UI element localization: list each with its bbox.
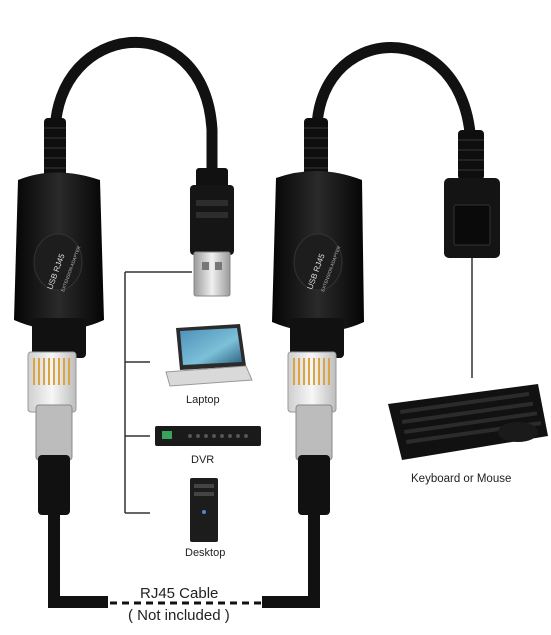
left-usb-plug-neck bbox=[196, 168, 228, 188]
keyboard-mouse-icon bbox=[388, 384, 548, 460]
left-adapter: USB RJ45 EXTENSION ADAPTER bbox=[14, 37, 234, 608]
left-rj45-neck bbox=[32, 318, 86, 358]
right-adapter: USB RJ45 EXTENSION ADAPTER bbox=[262, 42, 500, 608]
left-usb-plug-body bbox=[190, 185, 234, 255]
label-dvr: DVR bbox=[191, 454, 215, 466]
label-rj45-cable: RJ45 Cable bbox=[140, 585, 219, 602]
device-bracket bbox=[124, 271, 192, 514]
laptop-icon bbox=[165, 324, 253, 387]
left-usb-cable bbox=[49, 37, 218, 181]
desktop-icon bbox=[190, 478, 218, 542]
left-strain-relief bbox=[44, 118, 66, 180]
dvr-icon bbox=[155, 426, 261, 446]
label-not-included: ( Not included ) bbox=[128, 607, 230, 624]
label-laptop: Laptop bbox=[186, 394, 220, 406]
label-desktop: Desktop bbox=[185, 547, 226, 559]
left-adapter-label-area bbox=[33, 233, 83, 291]
left-ethernet-cable bbox=[48, 510, 108, 608]
right-ethernet-cable bbox=[262, 510, 320, 608]
mouse-icon bbox=[498, 422, 538, 442]
right-usb-cable bbox=[311, 42, 477, 191]
left-usb-plug-metal bbox=[193, 251, 231, 297]
left-rj45-boot bbox=[38, 455, 70, 515]
label-keyboard-mouse: Keyboard or Mouse bbox=[411, 473, 512, 485]
